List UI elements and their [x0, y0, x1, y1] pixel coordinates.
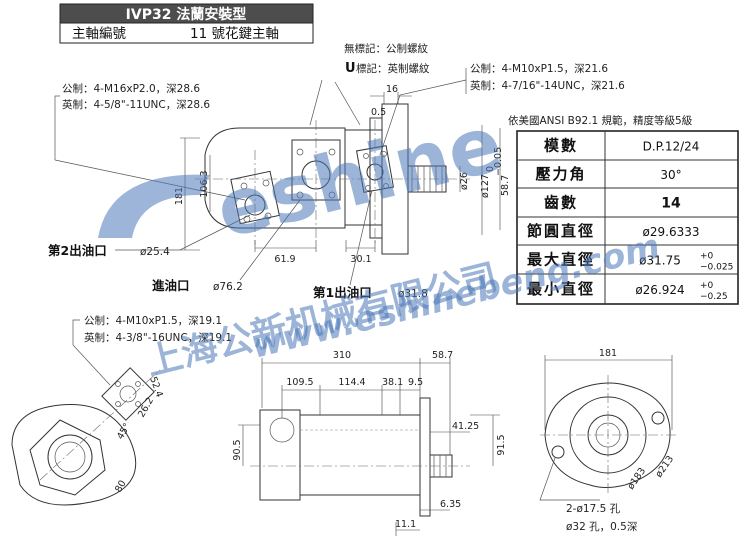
spec-value-1: 30°	[660, 168, 681, 182]
legend-arrows	[309, 79, 361, 126]
dim-0-5: 0.5	[371, 107, 386, 118]
out2-dia: ø25.4	[140, 246, 170, 258]
inlet-label: 進油口	[152, 278, 190, 293]
dim-16: 16	[386, 84, 398, 95]
dim-90-5: 90.5	[232, 439, 243, 460]
dim-310: 310	[333, 350, 351, 361]
dim-41-25: 41.25	[452, 421, 479, 432]
title-shaft-value: 11 號花鍵主軸	[190, 26, 279, 42]
port2-leader	[54, 95, 60, 160]
spec-caption: 依美國ANSI B92.1 規範，精度等級5級	[508, 114, 693, 127]
front-view-upper	[195, 103, 470, 255]
spec-label-2: 齒數	[544, 194, 578, 212]
side-view-dimensions: 310 58.7 109.5 114.4 38.1 9.5 90.5 41.25…	[232, 350, 507, 536]
port2-metric: 公制：4-M16xP2.0，深28.6	[62, 82, 200, 95]
dim-58-7-h: 58.7	[432, 350, 453, 361]
port2-leader-line	[54, 159, 246, 201]
port1-imperial: 英制：4-7/16"-14UNC，深21.6	[470, 79, 625, 92]
title-block: IVP32 法蘭安裝型 主軸編號 11 號花鍵主軸	[59, 3, 314, 44]
dim-109-5: 109.5	[286, 377, 313, 388]
dim-61-9: 61.9	[274, 254, 295, 265]
dim-127-tol-up: 0	[485, 166, 496, 172]
spec-value-4: ø31.75	[639, 254, 681, 268]
watermark-logo-icon	[98, 174, 210, 238]
dim-114-4: 114.4	[338, 377, 365, 388]
spec-tol-up-5: +0	[700, 281, 714, 291]
legend-metric: 無標記：公制螺紋	[344, 42, 428, 55]
dim-38-1: 38.1	[382, 377, 403, 388]
spec-value-5: ø26.924	[635, 283, 684, 297]
legend-imperial: 標記：英制螺紋	[356, 62, 430, 75]
counterbore-callout: ø32 孔，0.5深	[566, 520, 637, 533]
dim-181-h: 181	[599, 348, 617, 359]
end-view-left	[11, 367, 161, 506]
out1-dia: ø31.8	[398, 288, 428, 300]
dim-26: ø26	[459, 172, 470, 190]
inlet-dia: ø76.2	[213, 281, 243, 293]
out2-label: 第2出油口	[48, 243, 107, 258]
dim-91-5: 91.5	[496, 434, 507, 455]
spec-value-2: 14	[661, 196, 681, 212]
spec-tol-up-4: +0	[700, 252, 714, 262]
spec-label-4: 最大直徑	[527, 251, 595, 269]
watermark-logo: eshine	[208, 99, 511, 256]
dim-45: 45°	[115, 421, 133, 441]
title-model: IVP32 法蘭安裝型	[126, 6, 247, 23]
out1-leader	[349, 189, 373, 286]
spec-label-1: 壓力角	[535, 165, 586, 183]
spec-label-3: 節圓直徑	[527, 222, 595, 240]
dim-26-2: 26.2	[136, 396, 156, 420]
holes-leader	[539, 457, 600, 501]
dim-9-5: 9.5	[408, 377, 423, 388]
inlet-metric: 公制：4-M10xP1.5，深19.1	[84, 314, 222, 327]
spec-label-0: 模數	[544, 137, 578, 155]
dim-127: ø127	[480, 174, 491, 198]
dim-58-7-v: 58.7	[500, 175, 511, 196]
dim-6-35: 6.35	[440, 499, 461, 510]
dim-183: ø183	[625, 466, 648, 492]
out2-leader	[115, 214, 251, 251]
spec-value-3: ø29.6333	[643, 225, 700, 239]
dim-127-tol-dn: −0.05	[493, 147, 504, 176]
spec-tol-dn-5: −0.25	[700, 292, 728, 302]
port1-metric: 公制：4-M10xP1.5，深21.6	[470, 62, 608, 75]
holes-callout: 2-ø17.5 孔	[566, 502, 621, 515]
legend-u-mark: U	[345, 61, 356, 76]
out1-label: 第1出油口	[313, 285, 372, 300]
dim-11-1: 11.1	[395, 519, 416, 530]
port1-leader	[379, 68, 467, 156]
title-shaft-label: 主軸編號	[72, 26, 126, 42]
spec-tol-dn-4: −0.025	[700, 263, 733, 273]
port2-imperial: 英制：4-5/8"-11UNC，深28.6	[62, 98, 210, 111]
inlet-leader-end	[72, 319, 111, 386]
spec-table: 模數 D.P.12/24 壓力角 30° 齒數 14 節圓直徑 ø29.6333 最大直徑 ø31…	[516, 130, 739, 305]
dim-30-1: 30.1	[350, 254, 371, 265]
inlet-leader	[239, 199, 301, 281]
dim-80: 80	[113, 479, 129, 495]
spec-label-5: 最小直徑	[527, 280, 595, 298]
end-view-right	[540, 375, 678, 495]
spec-value-0: D.P.12/24	[643, 140, 700, 154]
inlet-imperial: 英制：4-3/8"-16UNC，深19.1	[84, 331, 232, 344]
side-view	[250, 397, 470, 517]
